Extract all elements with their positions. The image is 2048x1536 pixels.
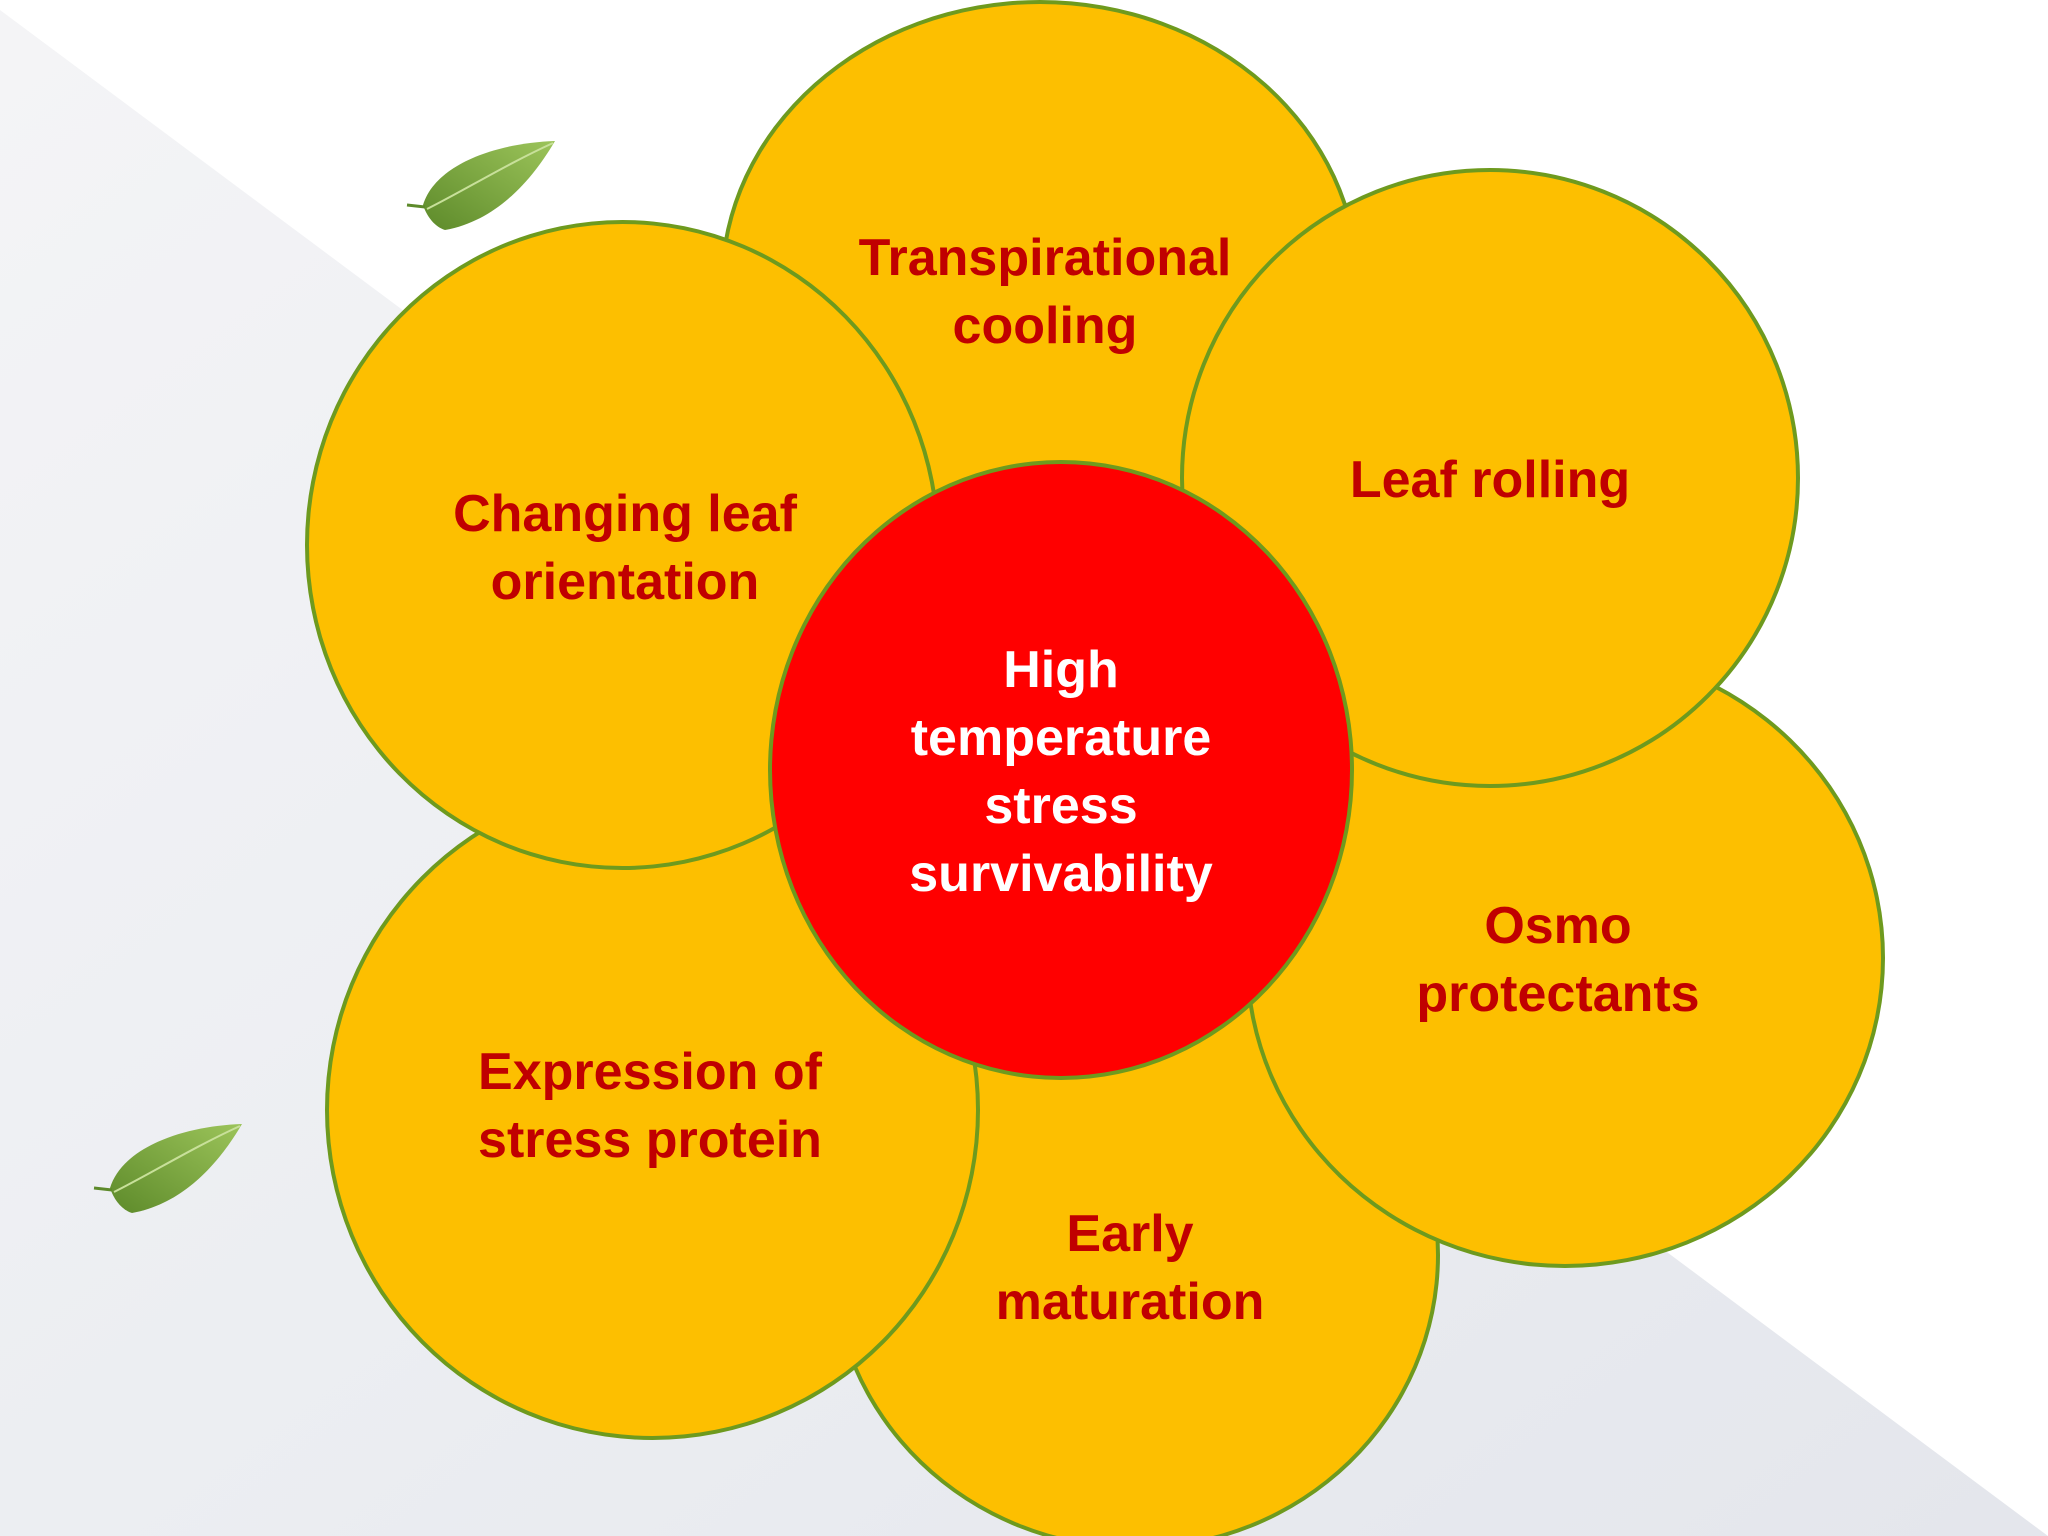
petal-label-transpirational-cooling: Transpirational cooling: [858, 229, 1232, 355]
leaf-icon: [93, 1124, 242, 1213]
petal-label-osmo-protectants: Osmo protectants: [1416, 897, 1700, 1023]
petal-label-early-maturation: Early maturation: [995, 1205, 1265, 1331]
petal-label-changing-leaf-orientation: Changing leaf orientation: [453, 485, 797, 611]
leaf-icon: [406, 141, 555, 230]
petal-label-expression-of-stress-protein: Expression of stress protein: [478, 1043, 822, 1169]
petal-leaf-rolling: [1180, 168, 1800, 788]
center-label: High temperature stress survivability: [909, 641, 1213, 903]
petal-label-leaf-rolling: Leaf rolling: [1349, 451, 1631, 509]
center-circle: [768, 460, 1354, 1080]
